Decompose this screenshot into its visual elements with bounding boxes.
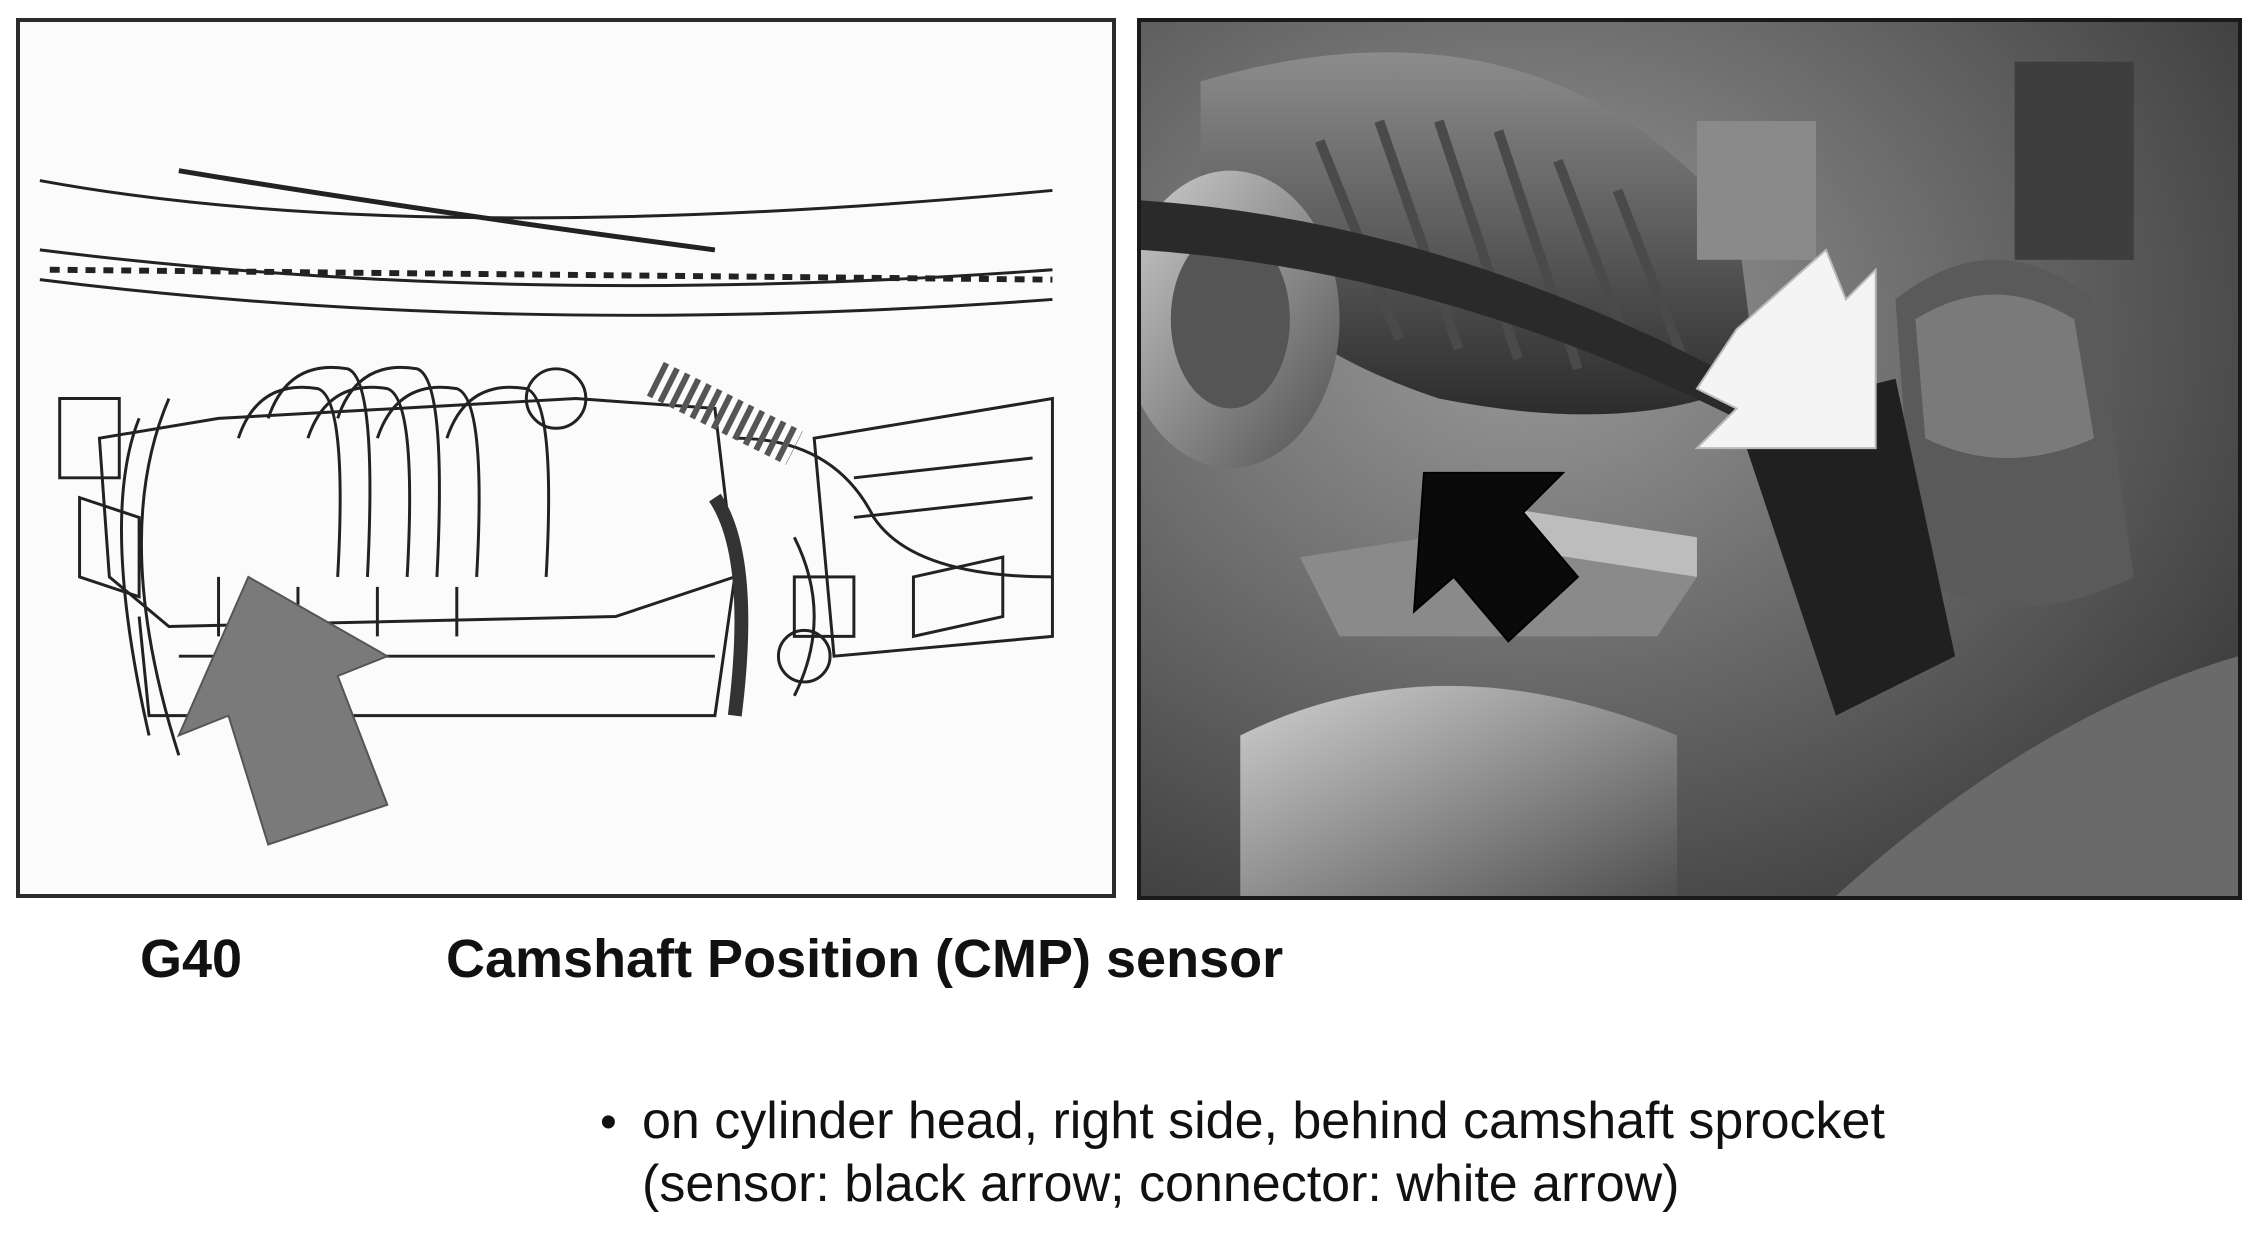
component-code: G40 <box>140 929 243 989</box>
component-title: Camshaft Position (CMP) sensor <box>446 929 1284 989</box>
white-arrow-icon <box>1694 248 1877 450</box>
location-line: on cylinder head, right side, behind cam… <box>642 1092 1885 1150</box>
engine-photo-svg <box>1141 22 2238 896</box>
bullet-icon: • <box>600 1096 617 1149</box>
engine-photograph <box>1137 18 2242 900</box>
bullet-item: • on cylinder head, right side, behind c… <box>600 1090 1885 1153</box>
arrow-legend-line: (sensor: black arrow; connector: white a… <box>642 1155 1680 1214</box>
gray-arrow-icon <box>176 575 390 846</box>
location-description: • on cylinder head, right side, behind c… <box>600 1090 1885 1217</box>
black-arrow-icon <box>1412 471 1580 643</box>
engine-drawing-svg <box>39 168 1054 846</box>
engine-line-drawing <box>16 18 1116 898</box>
